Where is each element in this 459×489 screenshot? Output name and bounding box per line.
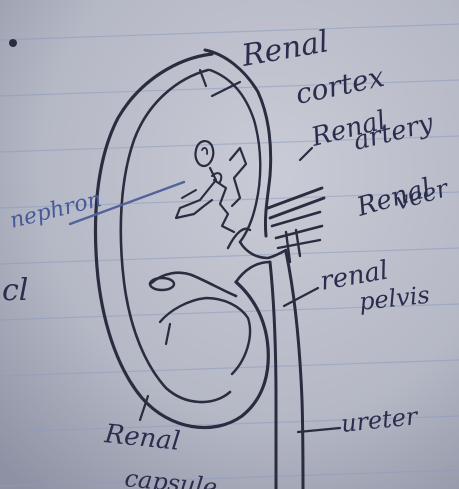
label-margin-fragment: cl xyxy=(2,273,28,308)
ink-dot xyxy=(9,39,17,47)
